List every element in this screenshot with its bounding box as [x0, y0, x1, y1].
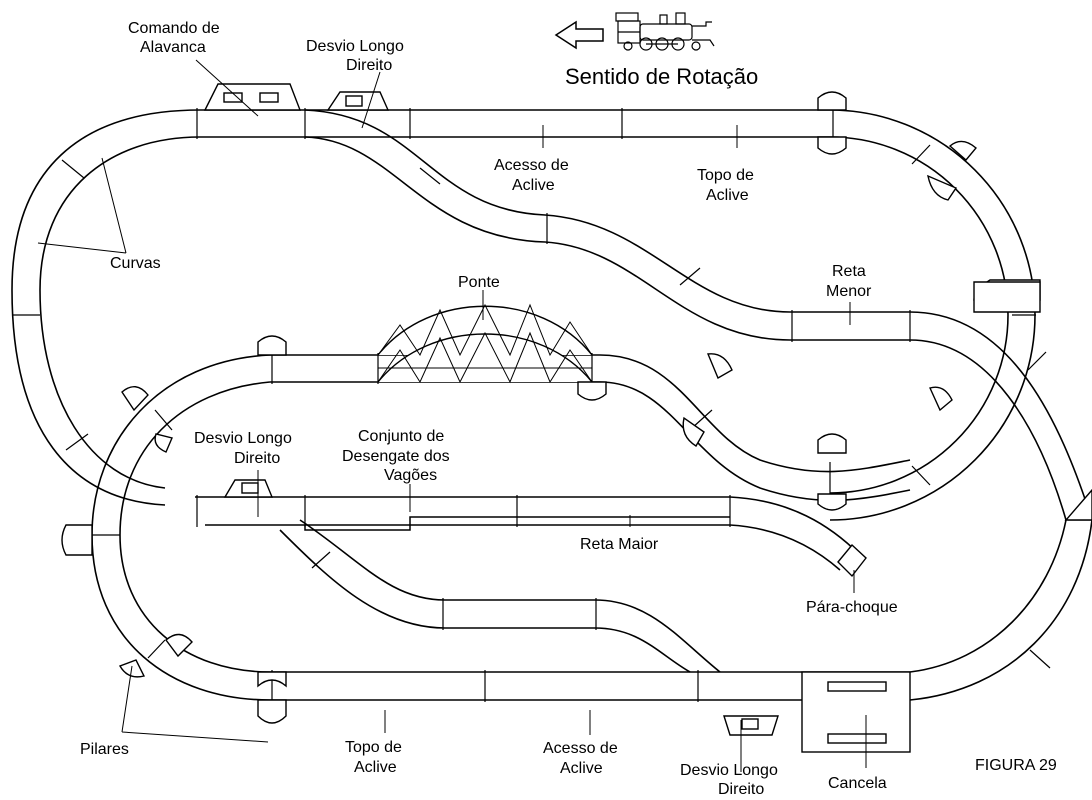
- label-desvio-mid-line1: Desvio Longo: [194, 430, 292, 447]
- label-acesso-top-line1: Acesso de: [494, 157, 569, 174]
- lower-right-curve: [909, 519, 1092, 701]
- label-ponte: Ponte: [458, 274, 500, 291]
- label-acesso-bot-line2: Aclive: [560, 760, 603, 777]
- label-reta-menor-line2: Menor: [826, 283, 872, 300]
- lower-loop: [91, 354, 911, 701]
- label-desvio-bot-line2: Direito: [718, 781, 764, 798]
- label-comando-line1: Comando de: [128, 20, 220, 37]
- label-comando-line2: Alavanca: [140, 39, 206, 56]
- label-reta-maior: Reta Maior: [580, 536, 659, 553]
- piers: [61, 91, 1092, 724]
- leader-lines: [37, 59, 867, 772]
- figure-label: FIGURA 29: [975, 757, 1057, 774]
- upper-s-curve: [304, 109, 1092, 521]
- switch-motor-bottom-icon: [723, 715, 779, 736]
- middle-siding: [195, 496, 861, 673]
- crossing-gate-icon: [801, 671, 911, 753]
- label-topo-bot-line1: Topo de: [345, 739, 402, 756]
- bumper-icon: [837, 543, 867, 578]
- left-arrow-icon: [554, 20, 604, 50]
- label-acesso-bot-line1: Acesso de: [543, 740, 618, 757]
- label-cancela: Cancela: [828, 775, 887, 792]
- label-topo-bot-line2: Aclive: [354, 759, 397, 776]
- label-topo-top-line1: Topo de: [697, 167, 754, 184]
- label-conjunto-line2: Desengate dos: [342, 448, 450, 465]
- lever-control-icon: [203, 83, 302, 111]
- bridge-truss: [377, 303, 593, 384]
- label-desvio-top-line1: Desvio Longo: [306, 38, 404, 55]
- switch-motor-top-icon: [326, 91, 390, 111]
- label-para-choque: Pára-choque: [806, 599, 898, 616]
- label-desvio-top-line2: Direito: [346, 57, 392, 74]
- label-topo-top-line2: Aclive: [706, 187, 749, 204]
- labels: Comando de Alavanca Desvio Longo Direito…: [80, 20, 1057, 798]
- label-conjunto-line3: Vagões: [384, 467, 437, 484]
- label-acesso-top-line2: Aclive: [512, 177, 555, 194]
- label-desvio-mid-line2: Direito: [234, 450, 280, 467]
- label-conjunto-line1: Conjunto de: [358, 428, 444, 445]
- label-pilares: Pilares: [80, 741, 129, 758]
- label-desvio-bot-line1: Desvio Longo: [680, 762, 778, 779]
- label-curvas: Curvas: [110, 255, 161, 272]
- track-joints: [12, 108, 1092, 702]
- switch-motor-mid-icon: [223, 479, 274, 498]
- label-reta-menor-line1: Reta: [832, 263, 866, 280]
- uncoupler-track: [304, 516, 730, 531]
- locomotive-icon: [615, 12, 715, 51]
- direction-title: Sentido de Rotação: [565, 64, 758, 89]
